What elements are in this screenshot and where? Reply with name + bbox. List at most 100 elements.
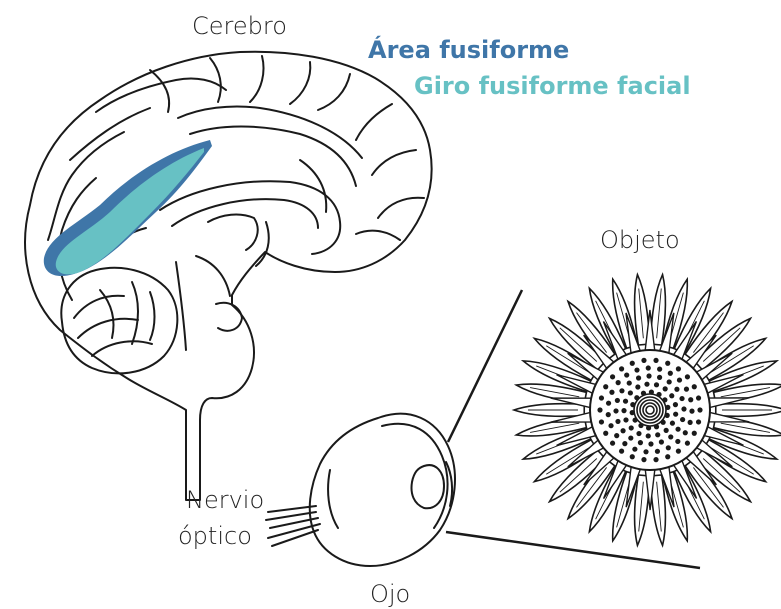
label-optic-nerve-line2: óptico	[178, 522, 252, 550]
sunflower-seed	[628, 390, 633, 395]
sunflower-seed	[630, 454, 635, 459]
sunflower-seed	[673, 402, 678, 407]
view-line-top	[448, 290, 522, 442]
sunflower-seed	[615, 419, 620, 424]
sunflower-seed	[619, 388, 624, 393]
sunflower-seed	[599, 419, 604, 424]
sunflower-seed	[655, 432, 660, 437]
sunflower-seed	[627, 380, 632, 385]
sunflower-seed	[675, 439, 680, 444]
sunflower-seed	[654, 382, 659, 387]
sunflower-seed	[696, 419, 701, 424]
sunflower-seed	[669, 393, 674, 398]
sunflower-seed	[692, 431, 697, 436]
sunflower-seed	[684, 387, 689, 392]
sunflower-seed	[628, 435, 633, 440]
sunflower-seed	[629, 425, 634, 430]
sunflower-seed	[635, 384, 640, 389]
sunflower-seed	[638, 440, 643, 445]
sunflower-seed	[688, 397, 693, 402]
sunflower-seed	[655, 449, 660, 454]
fusiform-highlight	[44, 140, 212, 276]
sunflower-seed	[610, 441, 615, 446]
sunflower-seed	[697, 407, 702, 412]
sunflower-seed	[603, 384, 608, 389]
sunflower-seed	[608, 423, 613, 428]
sunflower-seed	[673, 412, 678, 417]
sunflower-seed	[623, 399, 628, 404]
sunflower-seed	[616, 380, 621, 385]
label-optic-nerve-line1: Nervio	[186, 486, 264, 514]
sunflower-seed	[636, 375, 641, 380]
sunflower-seed	[665, 361, 670, 366]
sunflower-seed	[685, 441, 690, 446]
sunflower-seed	[632, 447, 637, 452]
sunflower-seed	[634, 367, 639, 372]
sunflower-seed	[657, 375, 662, 380]
eyeball-outline	[310, 414, 455, 566]
sunflower-seed	[679, 396, 684, 401]
sunflower-seed	[643, 449, 648, 454]
sunflower-seed	[668, 434, 673, 439]
sunflower-seed	[619, 449, 624, 454]
sunflower-seed	[666, 445, 671, 450]
sunflower-seed	[613, 408, 618, 413]
sunflower-seed	[623, 417, 628, 422]
sunflower-seed	[624, 372, 629, 377]
sunflower-seed	[606, 412, 611, 417]
sunflower-seed	[653, 457, 658, 462]
sunflower-seed	[674, 387, 679, 392]
sunflower-seed	[683, 430, 688, 435]
sunflower-seed	[676, 366, 681, 371]
label-eye: Ojo	[370, 580, 410, 608]
sunflower-seed	[610, 374, 615, 379]
sunflower-seed	[597, 407, 602, 412]
sunflower-seed	[641, 358, 646, 363]
sunflower-seed	[619, 366, 624, 371]
sunflower-seed	[664, 428, 669, 433]
sunflower-seed	[646, 433, 651, 438]
sunflower-seed	[636, 431, 641, 436]
label-brain: Cerebro	[192, 12, 287, 40]
sunflower-seed	[630, 361, 635, 366]
sunflower-seed	[653, 358, 658, 363]
sunflower-seed	[676, 449, 681, 454]
sunflower-seed	[688, 420, 693, 425]
sunflower-seed	[648, 441, 653, 446]
sunflower-seed	[659, 439, 664, 444]
sunflower-seed	[681, 406, 686, 411]
sunflower-seed	[685, 374, 690, 379]
sunflower-seed	[615, 398, 620, 403]
sunflower-seed	[620, 428, 625, 433]
label-fusiform-area: Área fusiforme	[368, 36, 569, 64]
sunflower-seed	[606, 401, 611, 406]
sunflower-seed	[609, 390, 614, 395]
sunflower-seed	[646, 373, 651, 378]
sunflower-seed	[614, 433, 619, 438]
sunflower-seed	[622, 441, 627, 446]
label-fusiform-face-gyrus: Giro fusiforme facial	[414, 72, 691, 100]
sunflower-seed	[692, 384, 697, 389]
cerebellum	[61, 268, 177, 374]
sunflower-seed	[668, 371, 673, 376]
sunflower-seed	[621, 408, 626, 413]
sunflower-seed	[603, 431, 608, 436]
sunflower-seed	[675, 427, 680, 432]
eye-lens	[412, 465, 445, 508]
brain-illustration	[25, 52, 432, 500]
sunflower-seed	[663, 386, 668, 391]
label-object: Objeto	[600, 226, 680, 254]
sunflower-illustration	[514, 275, 781, 546]
eye-illustration	[266, 414, 455, 566]
sunflower-seed	[665, 454, 670, 459]
sunflower-seed	[689, 409, 694, 414]
sunflower-seed	[646, 365, 651, 370]
sunflower-seed	[657, 367, 662, 372]
optic-nerve-lines	[266, 506, 320, 546]
sunflower-seed	[670, 421, 675, 426]
sunflower-seed	[641, 457, 646, 462]
sunflower-seed	[677, 377, 682, 382]
sunflower-seed	[680, 417, 685, 422]
sunflower-seed	[599, 395, 604, 400]
